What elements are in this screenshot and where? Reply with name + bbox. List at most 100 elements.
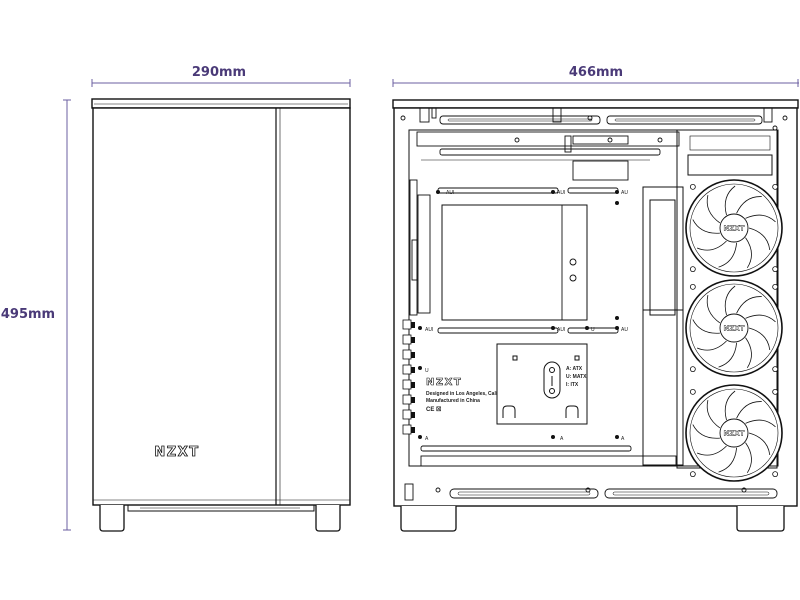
fan-screw: [689, 283, 696, 290]
fan-blade: [748, 432, 771, 456]
standoff-point: [615, 435, 619, 439]
expansion-slot: [402, 364, 412, 375]
standoff-point: [418, 366, 422, 370]
fan-blade: [745, 314, 776, 323]
expansion-slot: [402, 409, 412, 420]
expansion-slot-clip: [411, 397, 415, 403]
standoff-point: [615, 326, 619, 330]
fan-screw: [772, 266, 779, 273]
mount-label: AUI: [557, 190, 565, 196]
fan-screw: [689, 471, 696, 478]
fan-blade: [706, 295, 721, 324]
standoff-point: [615, 316, 619, 320]
standoff-point: [418, 435, 422, 439]
fan-screw: [772, 183, 779, 190]
dimension-height: 495mm: [1, 99, 71, 531]
top-vents: [400, 107, 788, 131]
width-front-label: 290mm: [192, 65, 246, 80]
expansion-slot: [402, 379, 412, 390]
fan-blade: [724, 285, 736, 316]
standoff-point: [585, 326, 589, 330]
fan-screw: [772, 283, 779, 290]
front-top-cap: [91, 98, 351, 109]
expansion-slot: [402, 334, 412, 345]
fan-screw: [689, 183, 696, 190]
fan-blade: [696, 240, 727, 251]
front-bottom-trim: [127, 504, 315, 512]
fan-blade: [736, 401, 762, 419]
dimension-width-front: 290mm: [91, 65, 351, 87]
fan-logo: NZXT: [723, 325, 744, 333]
bottom-vents: [404, 483, 778, 501]
fan-screw: [689, 266, 696, 273]
fan-screw: [689, 388, 696, 395]
certification-marks: CE ☒: [426, 406, 441, 413]
expansion-slot-clip: [411, 367, 415, 373]
fan-hub: [719, 213, 749, 243]
expansion-slot: [402, 394, 412, 405]
expansion-slot: [402, 349, 412, 360]
fan: NZXT: [685, 179, 783, 277]
rear-io-slots: [402, 319, 415, 435]
expansion-slot-clip: [411, 337, 415, 343]
fan-blade: [706, 400, 721, 429]
expansion-slot: [402, 424, 412, 435]
side-foot-right: [736, 506, 785, 532]
legend-itx: I: ITX: [566, 382, 579, 388]
expansion-slot-clip: [411, 322, 415, 328]
side-logo: NZXT: [426, 377, 462, 388]
bottom-bar: [420, 445, 677, 467]
fan-blade: [745, 337, 752, 369]
fan: NZXT: [685, 279, 783, 377]
fan-screw: [772, 388, 779, 395]
top-compartment: [416, 131, 680, 161]
fan-screw: [772, 471, 779, 478]
front-foot-right: [315, 505, 341, 532]
fan-blade: [736, 196, 762, 214]
standoff-point: [615, 201, 619, 205]
fan-hub: [719, 418, 749, 448]
designed-in-text: Designed in Los Angeles, California: [426, 391, 511, 397]
fan-blade: [745, 419, 776, 428]
standoff-point: [615, 190, 619, 194]
manufactured-in-text: Manufactured in China: [426, 398, 480, 404]
front-foot-left: [99, 505, 125, 532]
fan-logo: NZXT: [723, 225, 744, 233]
fan-blade: [692, 424, 720, 439]
expansion-slot: [402, 319, 412, 330]
fan-blade: [745, 214, 776, 223]
legend-matx: U: MATX: [566, 374, 587, 380]
top-cable-cutout: [572, 160, 629, 181]
side-foot-left: [400, 506, 457, 532]
mount-label: U: [591, 327, 595, 333]
form-factor-plate: A: ATX U: MATX I: ITX: [496, 343, 588, 425]
fan-blade: [718, 242, 737, 268]
psu-shroud: [642, 186, 684, 466]
standoff-point: [418, 326, 422, 330]
side-top-cap: [392, 99, 799, 109]
fan-blade: [724, 390, 736, 421]
fan-blade: [692, 319, 720, 334]
fan-blade: [706, 195, 721, 224]
fan-blade: [736, 296, 762, 314]
side-branding: NZXT Designed in Los Angeles, California…: [426, 377, 512, 413]
front-logo: NZXT: [154, 445, 199, 460]
fan-blade: [696, 445, 727, 456]
standoff-point: [551, 190, 555, 194]
mount-label: AUI: [425, 327, 433, 333]
mount-label: A: [621, 436, 625, 442]
mount-label: AU: [621, 327, 628, 333]
fan-screw: [689, 366, 696, 373]
mount-label: AU: [621, 190, 628, 196]
fan-stack: NZXT NZXT NZXT: [685, 179, 783, 482]
front-body: [92, 107, 351, 506]
fan-blade: [745, 442, 752, 474]
fan-blade: [718, 342, 737, 368]
mount-labels: AUI AUI AU AUI AUI U AU U A A A: [425, 190, 628, 442]
width-side-label: 466mm: [569, 65, 623, 80]
fan-blade: [745, 237, 752, 269]
fan-logo: NZXT: [723, 430, 744, 438]
standoff-point: [551, 326, 555, 330]
